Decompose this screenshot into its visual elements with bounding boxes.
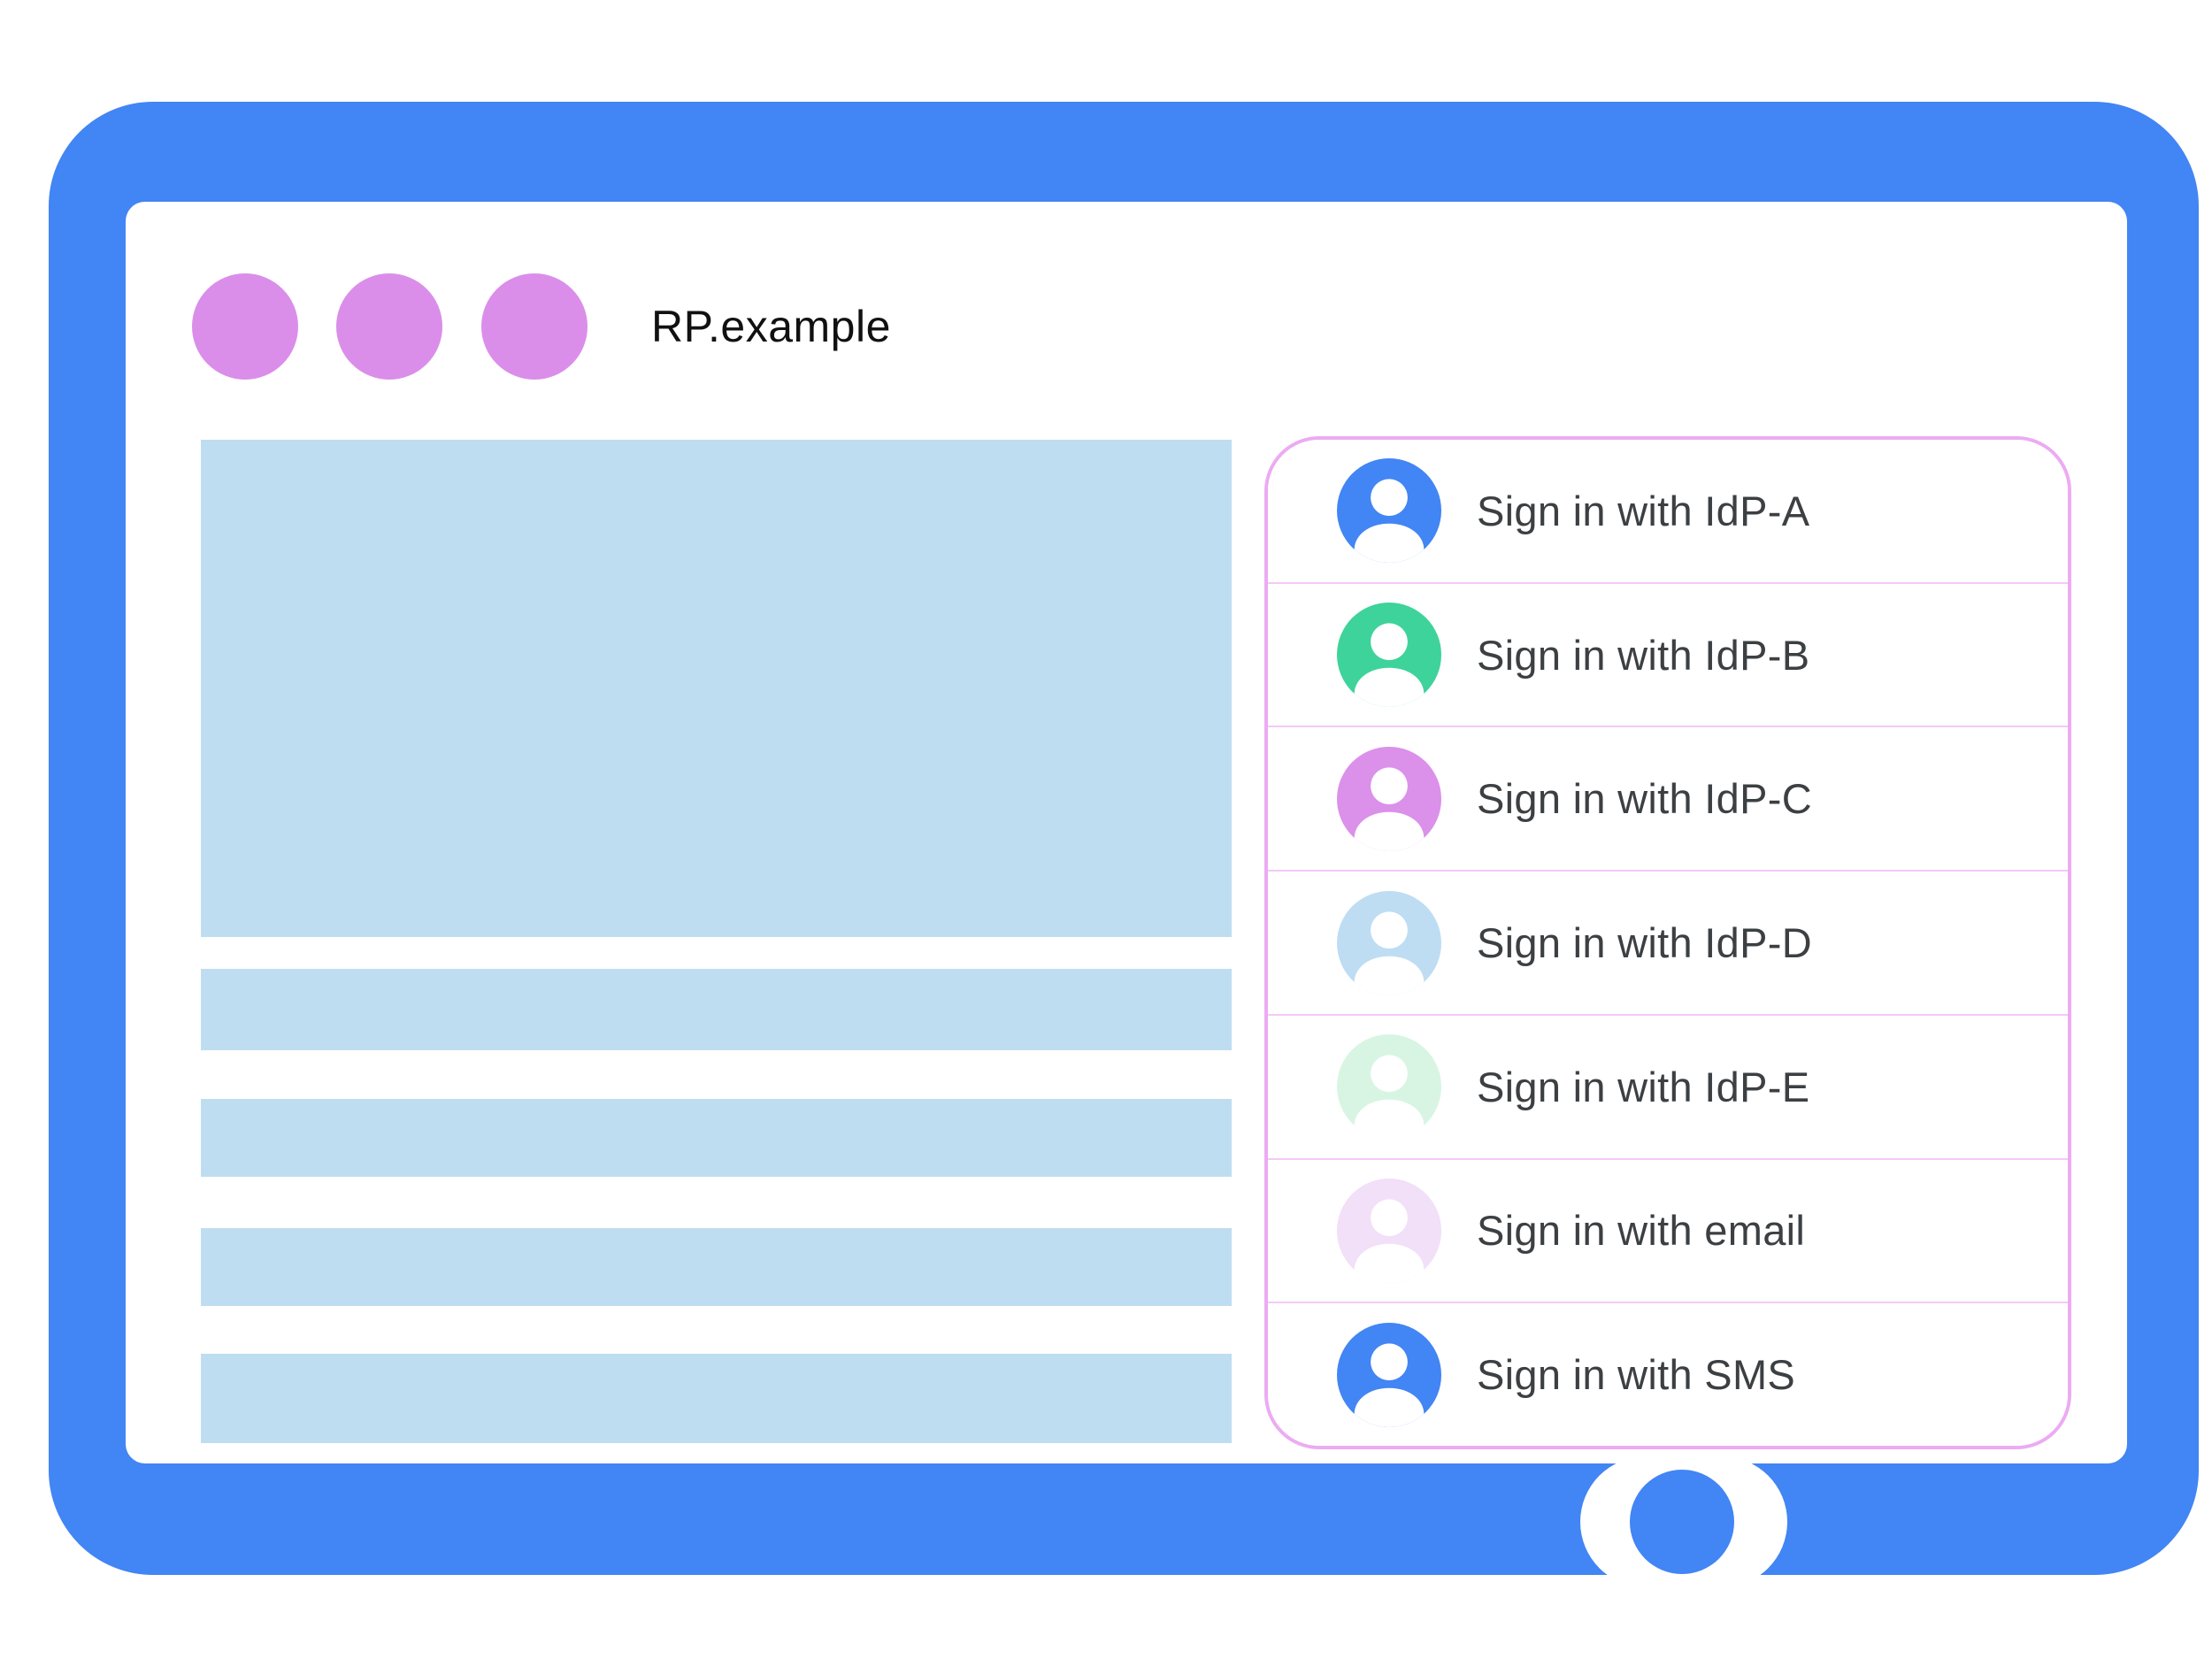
user-avatar-icon: [1337, 746, 1441, 851]
text-placeholder-bar: [201, 969, 1232, 1050]
signin-option-idp-c[interactable]: Sign in with IdP-C: [1268, 727, 2068, 872]
home-button: [1630, 1470, 1734, 1574]
signin-option-label: Sign in with IdP-D: [1477, 919, 1812, 967]
user-avatar-icon: [1337, 603, 1441, 708]
text-placeholder-bar: [201, 1228, 1232, 1306]
window-dot: [336, 273, 442, 380]
signin-option-label: Sign in with IdP-A: [1477, 487, 1810, 534]
signin-option-label: Sign in with email: [1477, 1207, 1806, 1255]
user-avatar-icon: [1337, 890, 1441, 995]
signin-option-email[interactable]: Sign in with email: [1268, 1159, 2068, 1304]
signin-option-label: Sign in with IdP-C: [1477, 775, 1812, 823]
window-dot: [192, 273, 298, 380]
signin-option-label: Sign in with IdP-E: [1477, 1063, 1810, 1110]
signin-option-idp-e[interactable]: Sign in with IdP-E: [1268, 1015, 2068, 1160]
site-title: RP.example: [651, 302, 891, 351]
user-avatar-icon: [1337, 1322, 1441, 1427]
signin-option-idp-d[interactable]: Sign in with IdP-D: [1268, 872, 2068, 1016]
signin-option-idp-a[interactable]: Sign in with IdP-A: [1268, 440, 2068, 584]
signin-option-sms[interactable]: Sign in with SMS: [1268, 1303, 2068, 1446]
user-avatar-icon: [1337, 458, 1441, 564]
text-placeholder-bar: [201, 1354, 1232, 1443]
hero-placeholder: [201, 440, 1232, 937]
signin-option-idp-b[interactable]: Sign in with IdP-B: [1268, 583, 2068, 728]
signin-option-label: Sign in with IdP-B: [1477, 631, 1810, 679]
window-dot: [481, 273, 588, 380]
text-placeholder-bar: [201, 1099, 1232, 1177]
user-avatar-icon: [1337, 1178, 1441, 1283]
signin-option-label: Sign in with SMS: [1477, 1351, 1796, 1399]
user-avatar-icon: [1337, 1034, 1441, 1140]
signin-chooser-panel: Sign in with IdP-A Sign in with IdP-B Si…: [1264, 436, 2071, 1449]
